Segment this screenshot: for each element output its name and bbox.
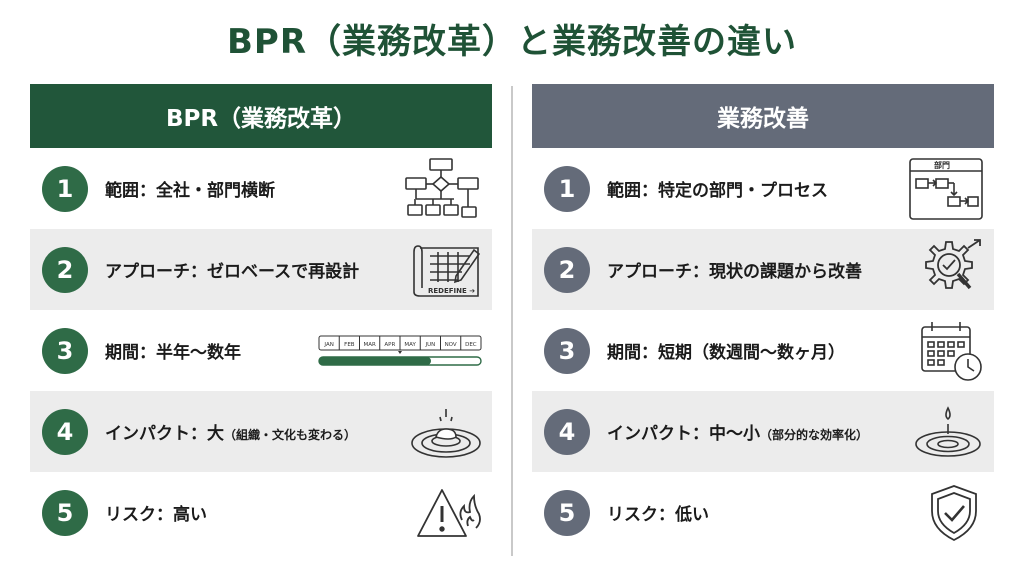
- small-ripple-icon: [912, 404, 984, 460]
- timeline-month-label: DEC: [465, 342, 477, 348]
- bpr-header: BPR（業務改革）: [30, 84, 492, 148]
- kaizen-row-4: 4 インパクト：中〜小（部分的な効率化）: [532, 391, 994, 472]
- calendar-clock-icon: [918, 319, 984, 383]
- gear-magnifier-icon: [918, 238, 984, 302]
- blueprint-redefine-icon: REDEFINE ➔: [412, 240, 482, 300]
- kaizen-column: 業務改善 1 範囲：特定の部門・プロセス 部門 2: [532, 84, 994, 553]
- bpr-row-5: 5 リスク：高い: [30, 472, 492, 553]
- warning-fire-icon: [416, 484, 482, 542]
- bpr-row-2: 2 アプローチ：ゼロベースで再設計 REDEFINE ➔: [30, 229, 492, 310]
- number-badge: 2: [42, 246, 88, 293]
- timeline-month-label: JAN: [323, 342, 333, 348]
- big-ripple-icon: [410, 403, 482, 461]
- flowchart-icon: [402, 157, 482, 221]
- row-label: 範囲：特定の部門・プロセス: [607, 181, 828, 201]
- row-label: 範囲：全社・部門横断: [105, 181, 275, 201]
- department-process-icon: 部門: [908, 157, 984, 221]
- kaizen-row-2: 2 アプローチ：現状の課題から改善: [532, 229, 994, 310]
- redefine-caption: REDEFINE ➔: [428, 287, 475, 295]
- row-label: インパクト：中〜小（部分的な効率化）: [607, 424, 869, 444]
- bpr-row-4: 4 インパクト：大（組織・文化も変わる）: [30, 391, 492, 472]
- row-label: 期間：半年〜数年: [105, 343, 241, 363]
- number-badge: 3: [544, 327, 590, 374]
- page-title: BPR（業務改革）と業務改善の違い: [226, 22, 797, 62]
- timeline-month-label: FEB: [344, 342, 355, 348]
- timeline-month-label: APR: [384, 342, 395, 348]
- bpr-row-3: 3 期間：半年〜数年 JAN FEB MAR APR MAY JUN NOV DEC: [30, 310, 492, 391]
- number-badge: 5: [544, 489, 590, 536]
- column-divider: [511, 86, 513, 556]
- row-label: リスク：高い: [105, 505, 207, 525]
- number-badge: 1: [42, 165, 88, 212]
- row-label: 期間：短期（数週間〜数ヶ月）: [607, 343, 845, 363]
- timeline-month-label: JUN: [424, 342, 435, 348]
- kaizen-row-3: 3 期間：短期（数週間〜数ヶ月）: [532, 310, 994, 391]
- timeline-icon: JAN FEB MAR APR MAY JUN NOV DEC: [318, 333, 482, 369]
- kaizen-row-1: 1 範囲：特定の部門・プロセス 部門: [532, 148, 994, 229]
- kaizen-row-5: 5 リスク：低い: [532, 472, 994, 553]
- number-badge: 1: [544, 165, 590, 212]
- timeline-month-label: MAR: [363, 342, 376, 348]
- row-label: インパクト：大（組織・文化も変わる）: [105, 424, 357, 444]
- department-caption: 部門: [934, 160, 950, 170]
- shield-check-icon: [924, 483, 984, 543]
- number-badge: 3: [42, 327, 88, 374]
- number-badge: 4: [544, 408, 590, 455]
- number-badge: 5: [42, 489, 88, 536]
- row-label: アプローチ：ゼロベースで再設計: [105, 262, 360, 282]
- timeline-month-label: MAY: [404, 342, 416, 348]
- bpr-column: BPR（業務改革） 1 範囲：全社・部門横断: [30, 84, 492, 553]
- row-label: アプローチ：現状の課題から改善: [607, 262, 862, 282]
- number-badge: 4: [42, 408, 88, 455]
- row-label: リスク：低い: [607, 505, 709, 525]
- number-badge: 2: [544, 246, 590, 293]
- timeline-month-label: NOV: [445, 342, 457, 348]
- kaizen-header: 業務改善: [532, 84, 994, 148]
- bpr-row-1: 1 範囲：全社・部門横断: [30, 148, 492, 229]
